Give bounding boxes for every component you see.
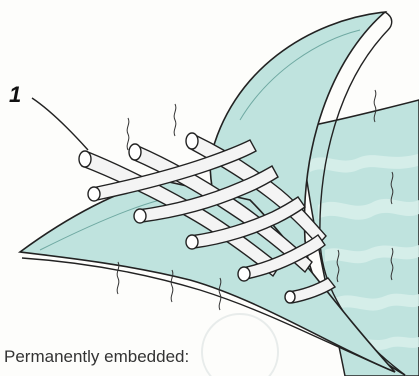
caption-text: Permanently embedded: <box>4 347 189 367</box>
watermark-circle <box>202 314 278 376</box>
callout-leader-line <box>32 98 88 150</box>
callout-number-1: 1 <box>9 84 21 106</box>
